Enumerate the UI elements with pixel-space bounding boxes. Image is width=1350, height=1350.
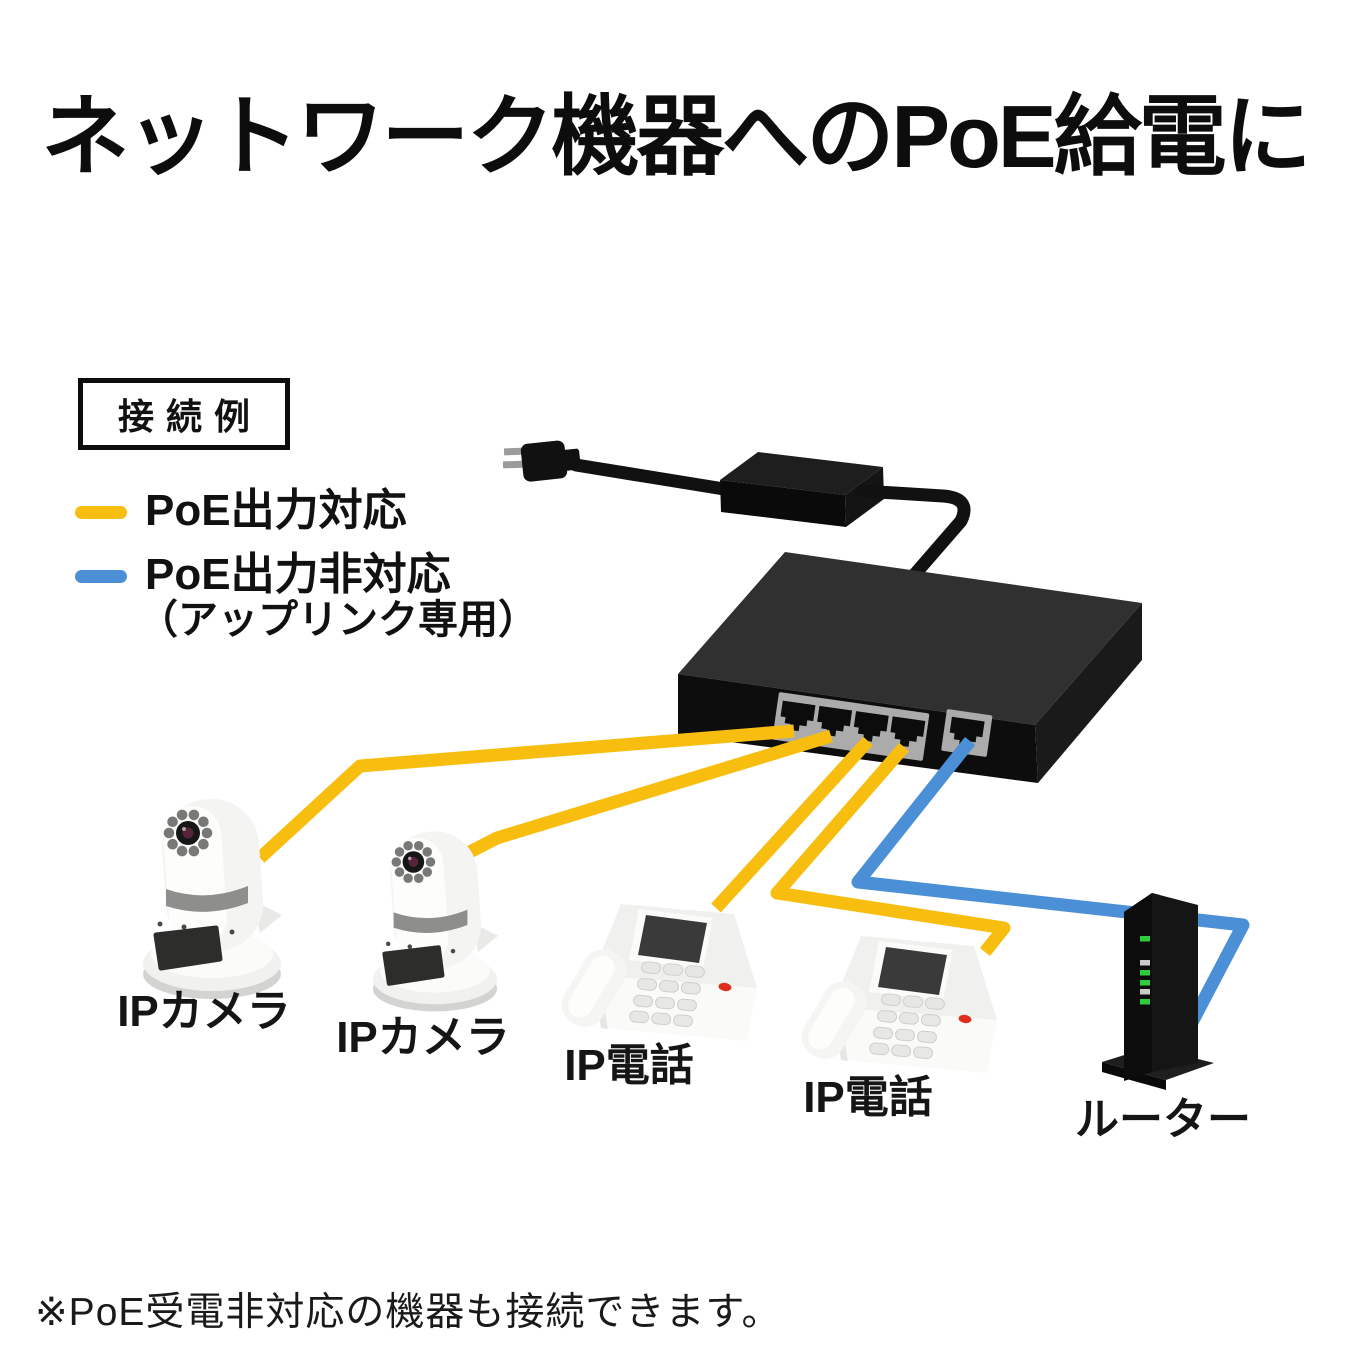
legend-item-poe: PoE出力対応 (145, 486, 407, 535)
legend-heading: 接続例 (117, 396, 262, 437)
power-plug-icon (502, 440, 581, 482)
poe-switch-icon (678, 552, 1142, 783)
router-icon (1102, 893, 1214, 1090)
power-cord (569, 458, 731, 496)
legend-heading-box: 接続例 (78, 378, 290, 450)
uplink-cable-router (851, 736, 1250, 1034)
uplink-port-panel (941, 709, 993, 757)
page-title: ネットワーク機器へのPoE給電に (41, 87, 1311, 186)
uplink-legend-dash-icon (75, 570, 127, 583)
ip-camera-1-icon (143, 796, 282, 999)
label-ip-phone-1: IP電話 (564, 1041, 694, 1090)
label-router: ルーター (1075, 1095, 1251, 1144)
poe-cable-camera-2 (459, 729, 833, 862)
poe-cable-camera-1 (255, 724, 795, 863)
router-led-lights (1140, 936, 1150, 1005)
dc-cord (855, 484, 971, 581)
ip-camera-2-icon (373, 828, 498, 1011)
label-ip-camera-1: IPカメラ (117, 987, 291, 1036)
legend-item-uplink-note: （アップリンク専用） (138, 598, 538, 642)
poe-legend-dash-icon (75, 506, 127, 519)
label-ip-camera-2: IPカメラ (336, 1013, 510, 1062)
ip-phone-2-icon (793, 935, 998, 1074)
label-ip-phone-2: IP電話 (803, 1073, 933, 1122)
legend-item-uplink: PoE出力非対応 (145, 550, 451, 599)
footnote: ※PoE受電非対応の機器も接続できます。 (35, 1291, 782, 1334)
poe-cable-phone-1 (711, 736, 873, 913)
ip-phone-1-icon (553, 903, 758, 1042)
poe-cable-phone-2 (770, 742, 1011, 957)
